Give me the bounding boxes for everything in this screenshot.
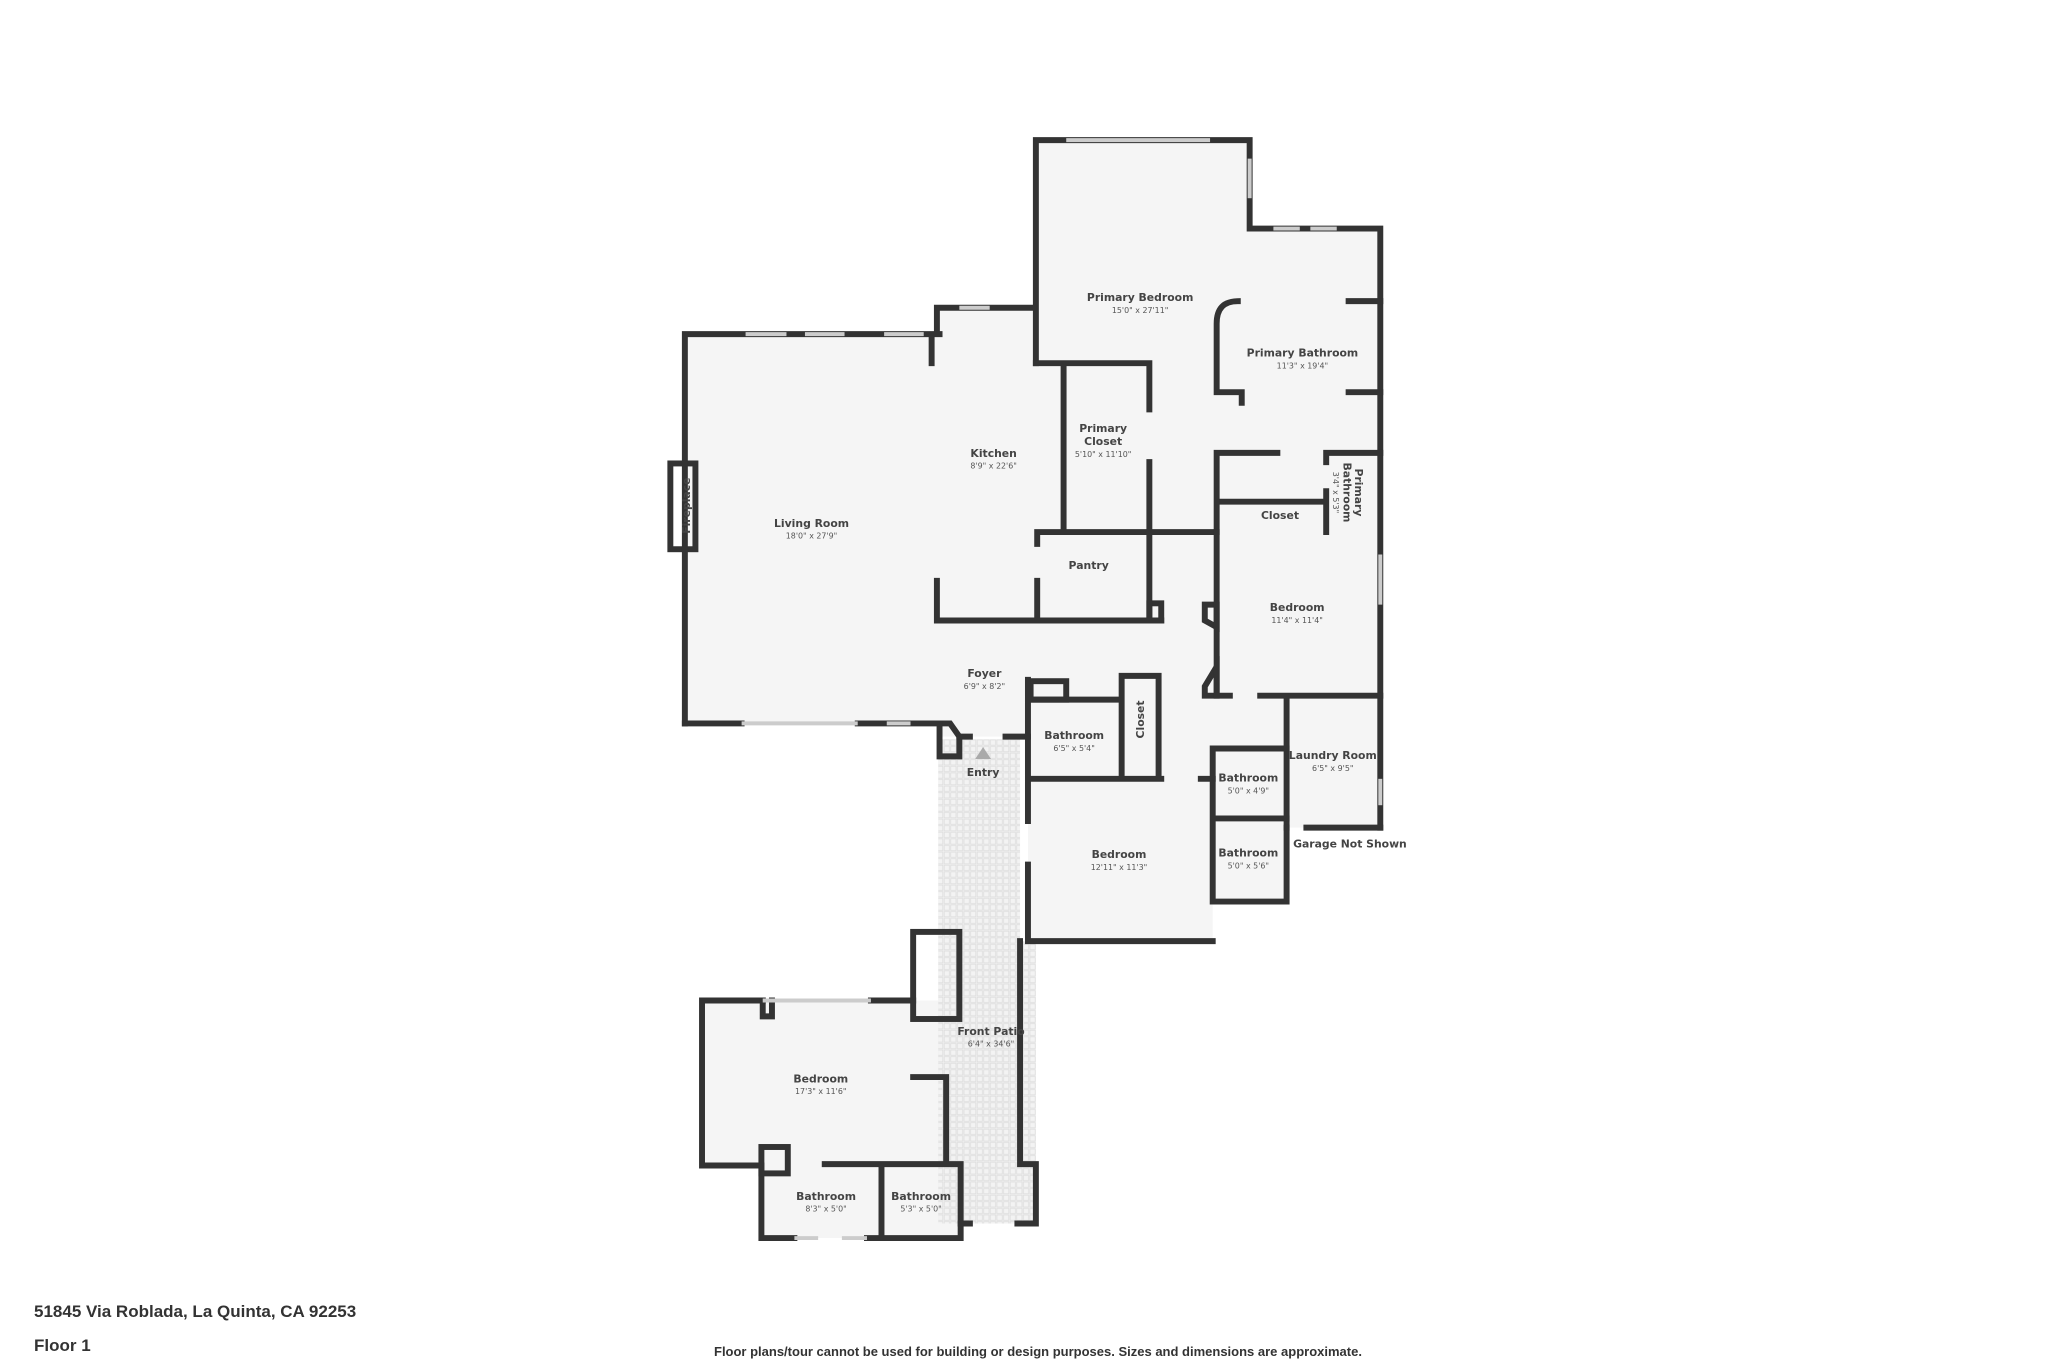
room-bathroom-hall-2: Bathroom 5'0" x 5'6" [1218,847,1278,871]
svg-text:Closet: Closet [1261,509,1299,522]
room-pantry: Pantry [1069,559,1109,572]
svg-text:18'0" x 27'9": 18'0" x 27'9" [786,532,838,541]
svg-text:Bathroom: Bathroom [1340,463,1353,523]
svg-text:11'4" x 11'4": 11'4" x 11'4" [1271,616,1323,625]
room-entry: Entry [967,766,1000,779]
svg-text:11'3" x 19'4": 11'3" x 19'4" [1277,361,1329,370]
room-front-patio: Front Patio 6'4" x 34'6" [957,1025,1024,1049]
room-bathroom-foyer: Bathroom 6'5" x 5'4" [1044,729,1104,753]
svg-text:12'11" x 11'3": 12'11" x 11'3" [1091,863,1148,872]
room-bedroom-south: Bedroom 12'11" x 11'3" [1091,848,1148,872]
svg-text:Front Patio: Front Patio [957,1025,1024,1038]
room-bathroom-casita-1: Bathroom 8'3" x 5'0" [796,1190,856,1214]
svg-text:Bathroom: Bathroom [1044,729,1104,742]
svg-text:6'9" x 8'2": 6'9" x 8'2" [964,682,1005,691]
svg-text:Closet: Closet [1084,435,1122,448]
room-bathroom-hall-1: Bathroom 5'0" x 4'9" [1218,771,1278,795]
svg-text:Primary Bedroom: Primary Bedroom [1087,291,1193,304]
room-bedroom-east: Bedroom 11'4" x 11'4" [1270,601,1325,625]
patio-tiles [938,739,1021,1224]
svg-text:Kitchen: Kitchen [970,447,1016,460]
svg-text:5'0" x 4'9": 5'0" x 4'9" [1228,786,1269,795]
floor-fills [684,140,1381,1239]
entry-arrow-icon [975,747,992,760]
svg-text:Bedroom: Bedroom [793,1072,848,1085]
svg-text:Entry: Entry [967,766,1000,779]
svg-text:Laundry Room: Laundry Room [1289,749,1377,762]
svg-text:Living Room: Living Room [774,517,849,530]
disclaimer: Floor plans/tour cannot be used for buil… [714,1344,1362,1359]
fireplace-label: Fireplace [680,478,693,534]
svg-text:Bedroom: Bedroom [1092,848,1147,861]
room-kitchen: Kitchen 8'9" x 22'6" [970,447,1016,471]
svg-text:Bathroom: Bathroom [891,1190,951,1203]
room-foyer: Foyer 6'9" x 8'2" [964,667,1005,691]
svg-text:Foyer: Foyer [967,667,1002,680]
svg-text:6'4" x 34'6": 6'4" x 34'6" [968,1040,1014,1049]
property-address: 51845 Via Roblada, La Quinta, CA 92253 [34,1302,357,1321]
svg-text:5'0" x 5'6": 5'0" x 5'6" [1228,862,1269,871]
svg-text:Bedroom: Bedroom [1270,601,1325,614]
svg-text:Primary Bathroom: Primary Bathroom [1247,347,1359,360]
svg-text:Bathroom: Bathroom [1218,847,1278,860]
svg-text:8'9" x 22'6": 8'9" x 22'6" [970,462,1016,471]
svg-text:8'3" x 5'0": 8'3" x 5'0" [805,1205,846,1214]
room-living-room: Living Room 18'0" x 27'9" [774,517,849,541]
room-closet: Closet [1261,509,1299,522]
svg-text:5'3" x 5'0": 5'3" x 5'0" [900,1205,941,1214]
windows [741,138,1383,1241]
patio-pillar [910,928,963,1022]
svg-text:Bathroom: Bathroom [1218,771,1278,784]
room-bathroom-casita-2: Bathroom 5'3" x 5'0" [891,1190,951,1214]
svg-text:6'5" x 9'5": 6'5" x 9'5" [1312,764,1353,773]
room-primary-bedroom: Primary Bedroom 15'0" x 27'11" [1087,291,1193,315]
garage-note: Garage Not Shown [1293,837,1407,850]
svg-text:6'5" x 5'4": 6'5" x 5'4" [1053,744,1094,753]
svg-text:Closet: Closet [1134,700,1147,738]
svg-text:Pantry: Pantry [1069,559,1109,572]
svg-text:15'0" x 27'11": 15'0" x 27'11" [1112,306,1169,315]
svg-text:3'4" x 5'3": 3'4" x 5'3" [1331,472,1340,513]
room-closet-foyer: Closet [1134,700,1147,738]
svg-text:Bathroom: Bathroom [796,1190,856,1203]
svg-text:5'10" x 11'10": 5'10" x 11'10" [1075,450,1132,459]
svg-text:17'3" x 11'6": 17'3" x 11'6" [795,1087,847,1096]
svg-text:Primary: Primary [1079,422,1127,435]
room-bedroom-casita: Bedroom 17'3" x 11'6" [793,1072,848,1096]
svg-text:Primary: Primary [1352,469,1365,517]
room-laundry: Laundry Room 6'5" x 9'5" [1289,749,1377,773]
floor-label: Floor 1 [34,1336,91,1355]
